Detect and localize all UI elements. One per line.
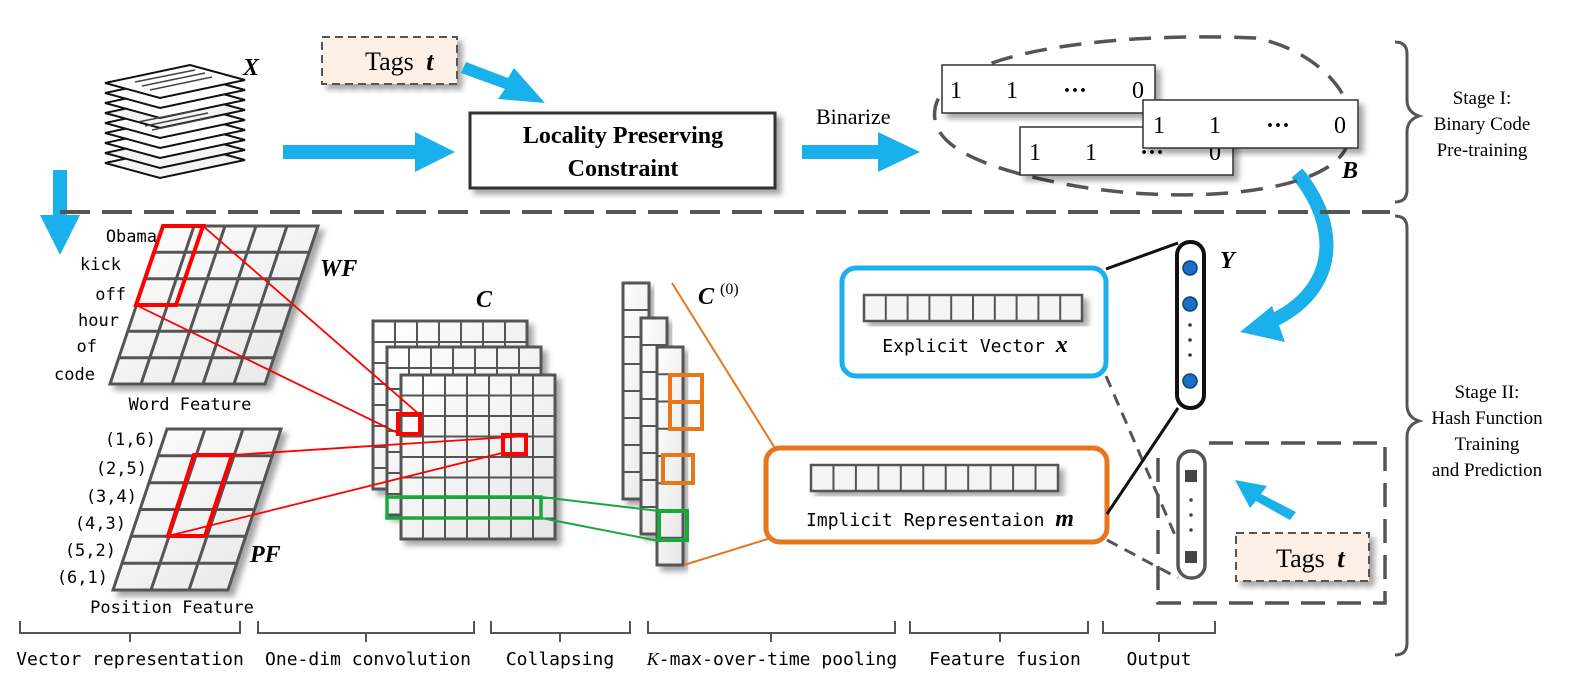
pf-label: PF xyxy=(249,542,281,568)
lpc-line1: Locality Preserving xyxy=(523,123,723,149)
label-kmax-pooling: K-max-over-time pooling xyxy=(646,649,897,670)
word-feature-highlight xyxy=(133,224,206,307)
pooling-highlights xyxy=(661,373,704,485)
collapse-highlight xyxy=(385,495,543,520)
stage2-line2: Hash Function xyxy=(1431,408,1543,429)
pooled-highlight xyxy=(657,509,689,542)
orange-connectors xyxy=(671,282,779,566)
label-kmax-k: K xyxy=(646,649,660,669)
word-hour: hour xyxy=(78,311,119,331)
word-code: code xyxy=(54,365,95,385)
bottom-brackets xyxy=(19,621,1216,642)
tags-top-label: Tags xyxy=(365,47,414,76)
binary-code-1: 1 1 ··· 0 xyxy=(941,64,1156,114)
tags-bottom-var: t xyxy=(1337,544,1345,573)
stage2-brace xyxy=(1394,214,1424,657)
label-feature-fusion: Feature fusion xyxy=(929,649,1081,670)
svg-text:Explicit Vector x: Explicit Vector x xyxy=(882,332,1067,358)
tags-box-bottom xyxy=(1235,532,1370,582)
pos-4-3: (4,3) xyxy=(75,514,126,534)
arrow-docs-to-lpc xyxy=(283,132,455,172)
pos-2-5: (2,5) xyxy=(96,459,147,479)
pos-6-1: (6,1) xyxy=(57,568,108,588)
tags-top-var: t xyxy=(426,47,434,76)
tags-bottom-label: Tags xyxy=(1276,544,1325,573)
output-dashed-box xyxy=(1156,441,1387,605)
fusion-connectors xyxy=(1104,241,1180,580)
svg-text:1 1 ··· 0: 1 1 ··· 0 xyxy=(950,78,1144,104)
implicit-vector-cells xyxy=(809,463,1060,493)
svg-text:Tags t: Tags t xyxy=(365,47,434,76)
stage1-line1: Stage I: xyxy=(1453,88,1512,109)
wf-label: WF xyxy=(320,256,357,282)
b-label: B xyxy=(1341,158,1358,184)
binary-code-cloud xyxy=(932,35,1354,197)
collapsed-columns xyxy=(621,281,685,567)
stage2-line1: Stage II: xyxy=(1455,382,1520,403)
lpc-box xyxy=(468,111,777,190)
conv-highlight-1 xyxy=(396,412,422,436)
x-label: X xyxy=(242,55,260,81)
conv-feature-maps xyxy=(371,319,557,541)
y-label: Y xyxy=(1220,248,1237,274)
tags-box-top xyxy=(321,36,458,85)
pos-5-2: (5,2) xyxy=(65,541,116,561)
conv-highlight-2 xyxy=(501,433,528,456)
label-kmax-rest: -max-over-time pooling xyxy=(659,649,897,670)
word-of: of xyxy=(77,337,97,357)
position-feature-highlight xyxy=(165,453,235,538)
lpc-line2: Constraint xyxy=(568,156,679,182)
svg-text:Tags t: Tags t xyxy=(1276,544,1345,573)
explicit-vector-cells xyxy=(862,293,1084,323)
stage2-line3: Training xyxy=(1455,434,1520,455)
binarize-label: Binarize xyxy=(816,104,891,129)
explicit-vector-var: x xyxy=(1055,332,1068,358)
document-stack-icon xyxy=(104,63,246,180)
implicit-representation-var: m xyxy=(1055,506,1074,532)
label-one-dim-convolution: One-dim convolution xyxy=(265,649,471,670)
label-collapsing: Collapsing xyxy=(506,649,614,670)
svg-text:Implicit Representaion m: Implicit Representaion m xyxy=(806,506,1074,532)
implicit-representation-label: Implicit Representaion xyxy=(806,510,1044,531)
conv-map-front xyxy=(399,373,557,541)
word-feature-caption: Word Feature xyxy=(129,395,252,415)
arrow-tags-to-output xyxy=(1235,480,1296,520)
label-output: Output xyxy=(1126,649,1191,670)
stage1-line3: Pre-training xyxy=(1437,140,1528,161)
c-label: C xyxy=(476,287,493,313)
word-off: off xyxy=(95,285,126,305)
explicit-vector-label: Explicit Vector xyxy=(882,336,1045,357)
arrow-lpc-to-binary xyxy=(802,132,920,172)
stage1-line2: Binary Code xyxy=(1434,114,1531,135)
svg-text:C (0): C (0) xyxy=(698,281,739,310)
binary-code-3: 1 1 ··· 0 xyxy=(1142,99,1359,149)
c0-superscript: (0) xyxy=(720,281,739,298)
blue-arrows xyxy=(40,62,1296,520)
label-vector-representation: Vector representation xyxy=(16,649,244,670)
stage1-brace xyxy=(1394,40,1424,204)
pos-1-6: (1,6) xyxy=(105,430,156,450)
word-kick: kick xyxy=(80,255,121,275)
pos-3-4: (3,4) xyxy=(86,487,137,507)
arrow-b-to-y xyxy=(1266,168,1334,329)
y-output-units xyxy=(1182,260,1198,389)
svg-text:1 1 ··· 0: 1 1 ··· 0 xyxy=(1153,113,1346,139)
c0-label: C xyxy=(698,284,715,310)
stage2-line4: and Prediction xyxy=(1432,460,1543,481)
arrow-tags-to-lpc xyxy=(461,62,545,103)
red-connectors xyxy=(135,225,528,537)
word-obama: Obama xyxy=(106,227,157,247)
position-feature-caption: Position Feature xyxy=(90,598,254,618)
